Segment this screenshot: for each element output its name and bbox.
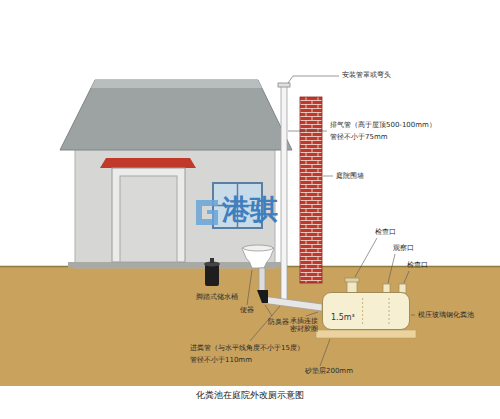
part-label: 检查口 — [407, 261, 428, 269]
part-label: 排气管（高于屋顶500-100mm） — [330, 121, 436, 129]
partition-line — [362, 298, 363, 326]
part-label: 观察口 — [393, 244, 414, 252]
leader-line — [323, 176, 333, 177]
vent-pipe — [281, 86, 287, 302]
caption: 化粪池在庭院外改厕示意图 — [196, 389, 304, 402]
part-label: 庭院围墙 — [336, 172, 364, 180]
watermark: 港骐 — [222, 196, 278, 224]
door-awning — [100, 158, 196, 168]
leader-line — [265, 305, 272, 316]
toilet-bowl — [242, 246, 274, 269]
roof-ridge — [91, 80, 262, 88]
leader-line — [320, 339, 330, 366]
leader-line — [306, 312, 318, 316]
part-label: 进粪管（与水平线角度不小于15度） — [190, 344, 304, 352]
watermark-logo — [196, 200, 218, 225]
ground — [0, 266, 500, 386]
part-label: 砂垫层200mm — [305, 367, 353, 375]
partition-line — [389, 298, 390, 326]
leader-line — [247, 270, 252, 305]
tank-partitions — [323, 293, 411, 331]
port-cap — [345, 278, 359, 282]
water-bucket — [205, 264, 219, 286]
leader-line — [355, 238, 377, 277]
door-frame — [112, 168, 185, 262]
leader-line — [411, 315, 415, 316]
courtyard-wall — [300, 97, 322, 283]
part-label: 检查口 — [375, 228, 396, 236]
house-roof — [60, 80, 292, 150]
odor-trap — [257, 290, 268, 303]
leader-line — [388, 254, 395, 283]
toilet — [242, 245, 274, 268]
part-label: 便器 — [240, 306, 254, 314]
part-label: 防臭器 — [268, 318, 289, 326]
leader-line — [404, 271, 409, 283]
septic-tank: 1.5m³ — [322, 292, 410, 330]
leader-line — [288, 131, 327, 132]
door-panel — [120, 176, 177, 262]
part-label: 模压玻璃钢化粪池 — [418, 311, 474, 319]
part-label: 管径不小于110mm — [190, 356, 252, 364]
inlet-pipe — [262, 296, 322, 311]
part-label: 管径不小于75mm — [330, 133, 388, 141]
part-label: 承插连接 密封胶圈 — [290, 317, 321, 334]
toilet-rim — [243, 245, 273, 251]
leader-line — [288, 76, 339, 83]
volume-label: 1.5m³ — [331, 314, 401, 323]
vent-cap — [278, 83, 290, 87]
sand-layer — [316, 330, 416, 338]
bucket-handle — [210, 258, 214, 263]
part-label: 脚踏式储水桶 — [196, 293, 238, 301]
part-label: 安装管罩或弯头 — [342, 71, 391, 79]
house — [60, 80, 292, 268]
